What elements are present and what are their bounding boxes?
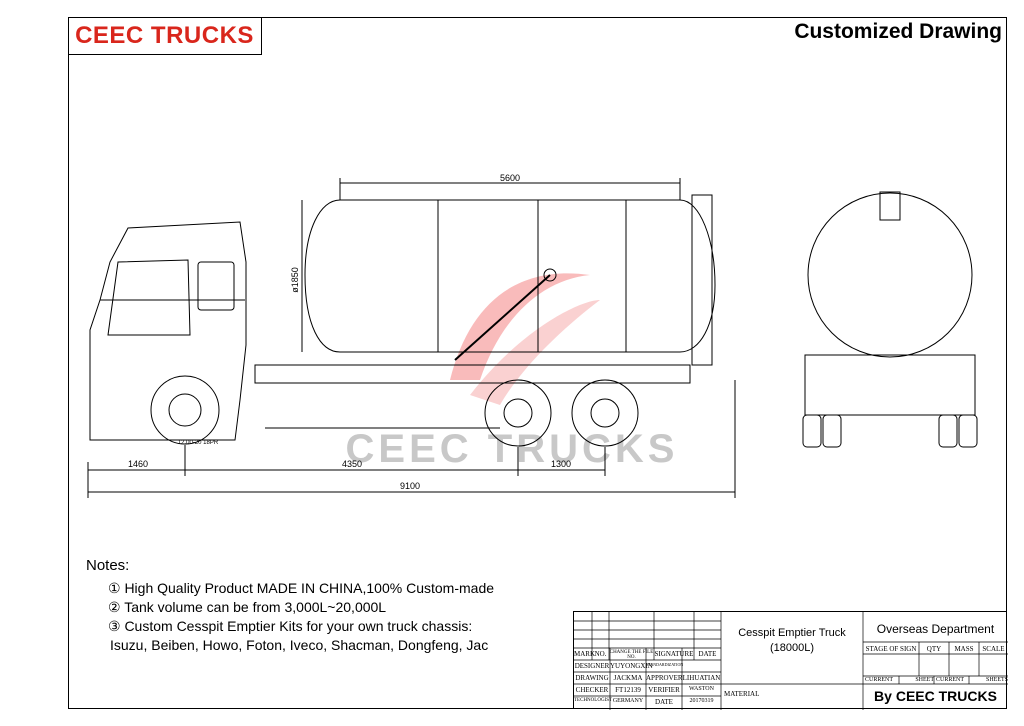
tb-approver-value: LIHUATIAN: [682, 674, 721, 682]
tb-tech-label: TECHNOLOGIST: [574, 698, 613, 703]
dim-tank-length: 5600: [500, 173, 520, 183]
tb-designer-value: YUYONGXIN: [610, 662, 653, 670]
tb-by-ceec: By CEEC TRUCKS: [874, 688, 997, 704]
rear-view-tank: [807, 192, 973, 358]
tb-qty: QTY: [926, 645, 942, 653]
title-block: MARK NO. CHANGE THE FILE NO. SIGNATURE D…: [573, 611, 1008, 710]
tb-scale: SCALE: [982, 645, 1005, 653]
tb-sheets: SHEETS: [985, 677, 1008, 683]
tb-designer-label: DESIGNER: [574, 662, 610, 670]
tb-date-label: DATE: [655, 698, 673, 706]
tb-standardization: STANDARDIZATION: [646, 662, 684, 667]
watermark-logo: [450, 273, 600, 405]
notes-section: Notes: ① High Quality Product MADE IN CH…: [86, 556, 494, 655]
tb-signature: SIGNATURE: [654, 650, 694, 658]
notes-heading: Notes:: [86, 557, 130, 574]
brand-logo-text: CEEC TRUCKS: [75, 21, 254, 49]
drawing-frame: [68, 17, 1007, 709]
brand-box: CEEC TRUCKS: [68, 17, 262, 55]
tb-current-2: CURRENT: [936, 677, 965, 683]
tb-checker-label: CHECKER: [575, 686, 609, 694]
tb-tech-value: GERMANY: [612, 698, 644, 704]
rear-wheel-2: [571, 379, 639, 447]
tb-sheet: SHEET: [915, 677, 934, 683]
tb-mark: MARK: [574, 650, 596, 658]
dim-overall: 9100: [400, 481, 420, 491]
rear-wheel-1: [484, 379, 552, 447]
watermark-text: CEEC TRUCKS: [346, 427, 679, 471]
page-title: Customized Drawing: [794, 20, 1002, 43]
tb-stage-of-sign: STAGE OF SIGN: [865, 645, 917, 653]
tb-no: NO.: [594, 650, 607, 658]
tb-current: CURRENT: [865, 677, 894, 683]
tb-material: MATERIAL: [724, 690, 760, 698]
note-chassis-list: Isuzu, Beiben, Howo, Foton, Iveco, Shacm…: [110, 637, 489, 653]
truck-cab: [89, 221, 247, 441]
dim-tank-dia: ø1850: [290, 267, 300, 293]
note-item-3: ③ Custom Cesspit Emptier Kits for your o…: [108, 618, 473, 634]
title-block-grid: [574, 612, 1008, 710]
dim-wheelbase: 4350: [342, 459, 362, 469]
tank: [304, 199, 716, 353]
dim-tyre: 12.00-20 18PR: [178, 440, 219, 446]
front-wheel: [150, 375, 220, 445]
chassis-frame: [254, 364, 691, 384]
tb-change-file: CHANGE THE FILE NO.: [609, 650, 654, 660]
tb-approver-label: APPROVER: [646, 674, 683, 682]
dim-front-overhang: 1460: [128, 459, 148, 469]
note-item-2: ② Tank volume can be from 3,000L~20,000L: [108, 599, 387, 615]
tb-mass: MASS: [954, 645, 974, 653]
tb-drawing-label: DRAWING: [575, 674, 609, 682]
tb-product-name: Cesspit Emptier Truck(18000L): [738, 627, 846, 654]
tb-capacity: (18000L): [769, 642, 815, 654]
tb-checker-value: FT12139: [615, 686, 641, 694]
tb-date-h: DATE: [698, 650, 717, 658]
tb-date-value: 20170319: [689, 698, 714, 704]
note-item-1: ① High Quality Product MADE IN CHINA,100…: [108, 580, 495, 596]
tb-verifier-value: WASTON: [689, 686, 714, 692]
tb-drawing-value: JACKMA: [613, 674, 643, 682]
tb-verifier-label: VERIFIER: [648, 686, 680, 694]
dim-axle-spacing: 1300: [551, 459, 571, 469]
tb-department: Overseas Department: [876, 622, 995, 636]
